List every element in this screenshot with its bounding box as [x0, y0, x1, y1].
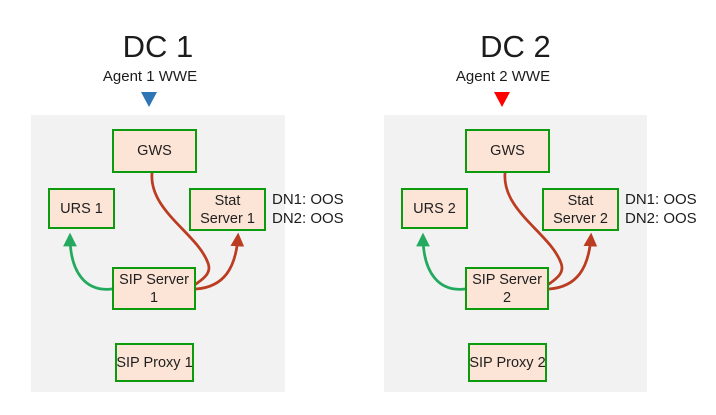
node-label: GWS — [137, 143, 172, 159]
dn2-status: DN2: OOS — [625, 210, 697, 227]
arrow-sipserver-to-statserver — [194, 232, 245, 291]
node-label: SIP Proxy 2 — [469, 354, 546, 371]
node-label-line1: Stat — [214, 192, 241, 209]
dn1-status: DN1: OOS — [272, 191, 344, 208]
node-label-line1: Stat — [567, 192, 594, 209]
node-stat-server-dc1: Stat Server 1 — [189, 188, 266, 231]
agent1-down-triangle-icon — [141, 92, 157, 107]
node-label: SIP Proxy 1 — [116, 354, 193, 371]
dc1-dn-status: DN1: OOS DN2: OOS — [272, 190, 344, 228]
arrow-sipserver-to-statserver — [547, 232, 598, 291]
node-stat-server-dc2: Stat Server 2 — [542, 188, 619, 231]
node-sip-proxy-dc2: SIP Proxy 2 — [468, 343, 547, 382]
dc2-group: DC 2 Agent 2 WWE GWS URS 2 Stat Server 2… — [384, 0, 697, 415]
node-label: URS 2 — [413, 200, 456, 217]
arrow-sipserver-to-urs — [416, 232, 467, 291]
node-urs-dc1: URS 1 — [48, 188, 115, 229]
node-sip-server-dc1: SIP Server 1 — [112, 267, 196, 310]
node-gws-dc1: GWS — [112, 129, 197, 173]
dc1-group: DC 1 Agent 1 WWE GWS URS 1 Stat Server 1… — [31, 0, 344, 415]
node-label: GWS — [490, 143, 525, 159]
node-sip-server-dc2: SIP Server 2 — [465, 267, 549, 310]
node-label-line2: 1 — [149, 289, 159, 306]
agent2-down-triangle-icon — [494, 92, 510, 107]
dn2-status: DN2: OOS — [272, 210, 344, 227]
node-urs-dc2: URS 2 — [401, 188, 468, 229]
dn1-status: DN1: OOS — [625, 191, 697, 208]
arrow-sipserver-to-urs — [63, 232, 114, 291]
dc1-connection-arrows — [63, 171, 245, 291]
node-sip-proxy-dc1: SIP Proxy 1 — [115, 343, 194, 382]
node-label-line2: Server 2 — [553, 210, 608, 227]
dc2-title: DC 2 — [480, 29, 551, 64]
dc2-dn-status: DN1: OOS DN2: OOS — [625, 190, 697, 228]
dc2-agent-label: Agent 2 WWE — [455, 68, 551, 85]
dc2-connection-arrows — [416, 171, 598, 291]
node-label-line1: SIP Server — [472, 271, 542, 288]
dc1-title: DC 1 — [122, 29, 194, 64]
arrow-gws-to-sipserver — [503, 171, 564, 286]
dc1-agent-label: Agent 1 WWE — [102, 68, 198, 85]
node-label-line2: Server 1 — [200, 210, 255, 227]
arrow-gws-to-sipserver — [150, 171, 211, 286]
node-label: URS 1 — [60, 200, 103, 217]
node-gws-dc2: GWS — [465, 129, 550, 173]
node-label-line1: SIP Server — [119, 271, 189, 288]
node-label-line2: 2 — [502, 289, 512, 306]
